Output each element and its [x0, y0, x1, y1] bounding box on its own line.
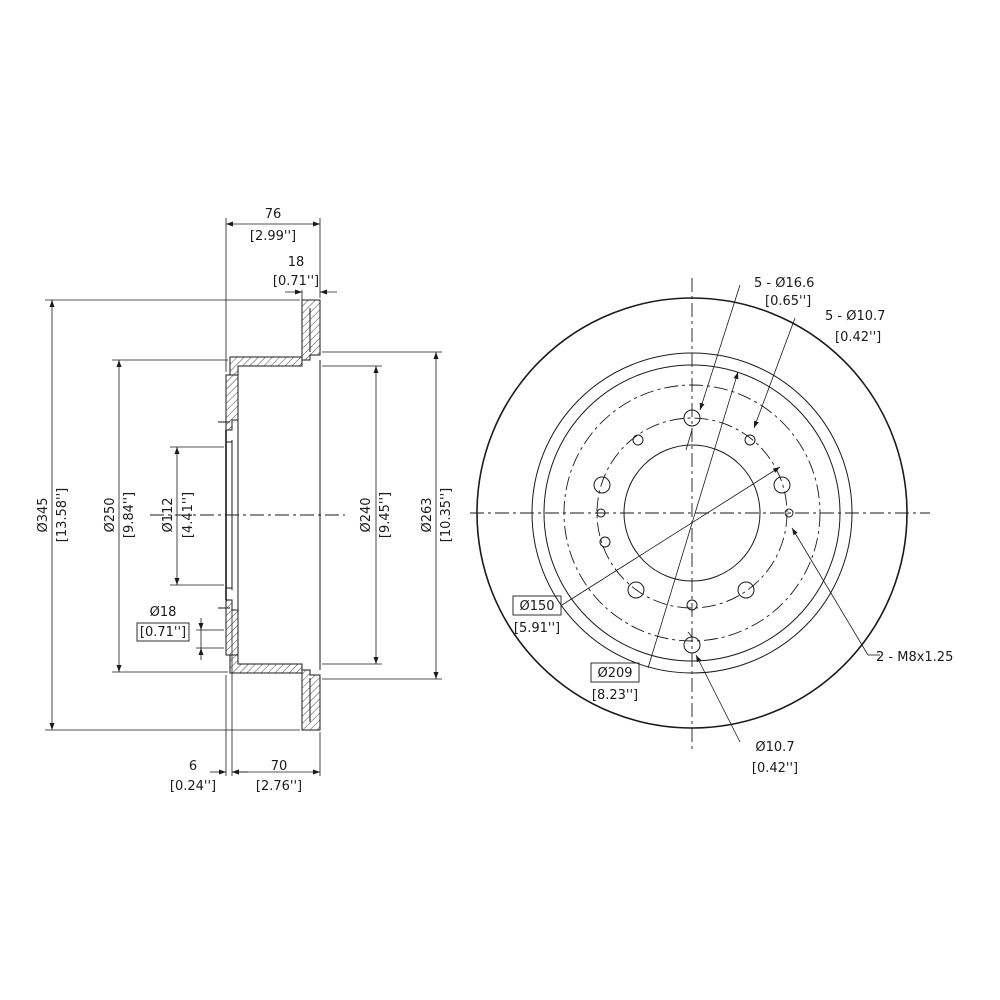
outer-diameter-inch: [13.58'']	[55, 488, 70, 543]
center-bore-inch: [4.41'']	[181, 492, 196, 538]
small-holes-mm: 5 - Ø10.7	[825, 309, 885, 324]
center-bore-mm: Ø112	[161, 497, 176, 532]
outer-circle-mm: Ø209	[597, 666, 632, 681]
overall-depth-inch: [2.99'']	[250, 229, 296, 244]
lug-hole	[627, 581, 645, 599]
lug-hole	[737, 581, 755, 599]
hat-height-mm: 70	[271, 759, 288, 774]
hat-height-inch: [2.76'']	[256, 779, 302, 794]
lower-disc-flange	[301, 669, 321, 731]
small-hole	[632, 434, 644, 446]
hole-diameter-inch: [0.71'']	[140, 625, 186, 640]
threaded-hole	[596, 508, 606, 518]
disc-thickness-inch: [0.71'']	[273, 274, 319, 289]
single-hole-mm: Ø10.7	[755, 740, 794, 755]
friction-inner-edge	[531, 352, 853, 674]
lug-hole	[773, 476, 791, 494]
small-hole	[744, 434, 756, 446]
bolt-circle-inch: [5.91'']	[514, 621, 560, 636]
lug-holes-inch: [0.65'']	[765, 294, 811, 309]
disc-thickness-mm: 18	[288, 255, 305, 270]
threaded-holes-label: 2 - M8x1.25	[876, 650, 953, 665]
outer-bolt-circle	[563, 384, 821, 642]
center-bore	[623, 444, 761, 582]
friction-inner-diameter-mm: Ø263	[420, 497, 435, 532]
bolt-circle-mm: Ø150	[519, 599, 554, 614]
front-view: 5 - Ø16.6 [0.65''] 5 - Ø10.7 [0.42''] 2 …	[470, 276, 953, 776]
hat-thickness-inch: [0.24'']	[170, 779, 216, 794]
bolt-circle-box	[512, 595, 562, 616]
threaded-hole	[784, 508, 794, 518]
hole-diameter-mm: Ø18	[150, 605, 177, 620]
single-hole-inch: [0.42'']	[752, 761, 798, 776]
lug-hole	[593, 476, 611, 494]
inner-diameter-mm: Ø240	[359, 497, 374, 532]
outer-circle-inch: [8.23'']	[592, 688, 638, 703]
hat-diameter-mm: Ø250	[103, 497, 118, 532]
small-holes-inch: [0.42'']	[835, 330, 881, 345]
small-hole	[599, 536, 611, 548]
inner-bolt-circle	[596, 417, 788, 609]
outer-circle-box	[590, 662, 640, 683]
hat-outer-edge	[543, 364, 841, 662]
overall-depth-mm: 76	[265, 207, 282, 222]
hat-diameter-inch: [9.84'']	[122, 492, 137, 538]
outer-rim	[476, 297, 908, 729]
inner-diameter-inch: [9.45'']	[378, 492, 393, 538]
upper-disc-flange	[301, 299, 321, 361]
friction-inner-diameter-inch: [10.35'']	[439, 488, 454, 543]
side-section-view: 76 [2.99''] 18 [0.71''] Ø345 [13.58''] Ø…	[36, 207, 454, 794]
outer-diameter-mm: Ø345	[36, 497, 51, 532]
small-hole	[686, 599, 698, 611]
lug-hole	[683, 409, 701, 427]
hat-thickness-mm: 6	[189, 759, 197, 774]
lug-holes-mm: 5 - Ø16.6	[754, 276, 814, 291]
